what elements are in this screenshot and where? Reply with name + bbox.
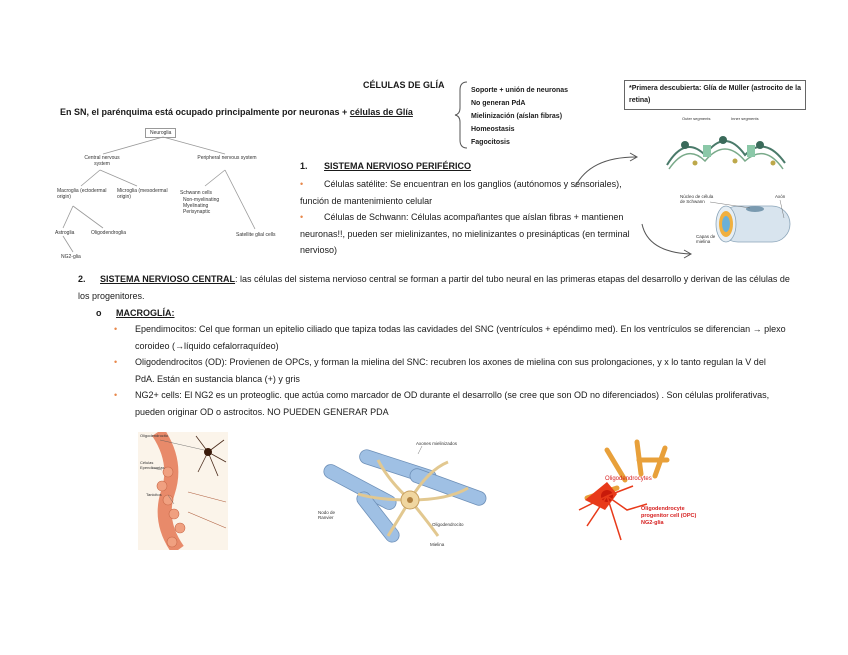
page-title: CÉLULAS DE GLÍA <box>363 80 445 90</box>
node-pns: Peripheral nervous system <box>197 155 257 161</box>
muller-label-left: Outer segments <box>682 116 711 121</box>
diagram-lines <box>62 136 256 253</box>
snc-section: 2. SISTEMA NERVIOSO CENTRAL: las células… <box>78 271 794 304</box>
macroglia-item-oligodendrocitos: • Oligodendrocitos (OD): Provienen de OP… <box>114 354 786 387</box>
function-item: Soporte + unión de neuronas <box>471 87 569 94</box>
snc-heading: SISTEMA NERVIOSO CENTRAL <box>100 274 236 284</box>
bullet-icon: • <box>114 357 118 367</box>
oligo-axons-label-oligo: Oligodendrocito <box>432 522 464 527</box>
arrow-to-schwann-icon <box>641 223 693 259</box>
node-cns: Central nervous system <box>84 155 120 167</box>
macroglia-heading: MACROGLÍA: <box>116 308 175 318</box>
node-ng2: NG2-glia <box>61 254 81 260</box>
ependyma-figure: Oligodendrocito Células Ependimarias Tan… <box>138 432 228 550</box>
function-item: Fagocitosis <box>471 139 510 146</box>
node-neuroglia: Neuroglia <box>145 128 177 138</box>
node-satellite: Satellite glial cells <box>236 232 276 238</box>
opc-figure: Oligodendrocytes Oligodendrocyte progeni… <box>577 439 701 550</box>
oligodendrocyte-axons-figure: Axones mielinizados Nodo de Ranvier Olig… <box>318 440 498 552</box>
oligo-axons-label-myelin: Mielina <box>430 542 445 547</box>
muller-cells-drawing <box>666 136 786 170</box>
macroglia-heading-line: o MACROGLÍA: <box>96 305 175 322</box>
snc-number: 2. <box>78 274 86 284</box>
schwann-label-nucleus: Núcleo de célula de Schwann <box>680 194 714 204</box>
ependyma-drawing <box>151 432 227 550</box>
ependyma-label-tanycyte: Tanicitos <box>146 492 162 497</box>
intro-text: En SN, el parénquima está ocupado princi… <box>60 107 350 117</box>
intro-line: En SN, el parénquima está ocupado princi… <box>60 106 413 118</box>
node-astroglia: Astroglia <box>55 230 75 236</box>
macroglia-list: • Ependimocitos: Cel que forman un epite… <box>114 321 786 420</box>
bullet-icon: • <box>114 390 118 400</box>
macroglia-item-ependimocitos: • Ependimocitos: Cel que forman un epite… <box>114 321 786 354</box>
opc-label-opc: Oligodendrocyte progenitor cell (OPC) <box>641 506 697 519</box>
node-oligodendroglia: Oligodendroglia <box>91 230 127 236</box>
function-item: No generan PdA <box>471 100 526 107</box>
muller-label-right: Inner segments <box>731 116 759 121</box>
bullet-icon: • <box>300 179 304 189</box>
function-list: Soporte + unión de neuronas No generan P… <box>471 84 568 149</box>
arrow-to-muller-icon <box>574 152 639 188</box>
bullet-icon: • <box>114 324 118 334</box>
brace-icon <box>454 81 468 149</box>
neuroglia-diagram: Neuroglia Central nervous system Periphe… <box>55 124 287 266</box>
macroglia-bullet: o <box>96 308 102 318</box>
snp-heading: SISTEMA NERVIOSO PERIFÉRICO <box>324 161 472 171</box>
macroglia-item-ng2: • NG2+ cells: El NG2 es un proteoglic. q… <box>114 387 786 420</box>
intro-link: células de Glía <box>349 107 413 117</box>
ependyma-label-oligo: Oligodendrocito <box>140 433 169 438</box>
node-schwann-types: Non-myelinating Myelinating Perisynaptic <box>183 197 220 215</box>
schwann-label-myelin: Capas de mielina <box>696 234 716 244</box>
schwann-label-axon: Axón <box>775 194 786 199</box>
muller-glia-figure: Outer segments Inner segments <box>665 115 787 175</box>
snp-item-satellite: • Células satélite: Se encuentran en los… <box>300 176 652 209</box>
snp-list: • Células satélite: Se encuentran en los… <box>300 176 652 259</box>
snp-heading-line: 1. SISTEMA NERVIOSO PERIFÉRICO <box>300 160 471 172</box>
ependyma-label-cells: Células Ependimarias <box>140 460 165 470</box>
bullet-icon: • <box>300 212 304 222</box>
schwann-cell-figure: Núcleo de célula de Schwann Axón Capas d… <box>680 192 800 254</box>
node-macroglia: Macroglia (ectodermal origin) <box>57 188 107 200</box>
oligo-axons-label-node: Nodo de Ranvier <box>318 510 336 520</box>
snp-number: 1. <box>300 161 308 171</box>
node-microglia: Microglia (mesodermal origin) <box>117 188 168 200</box>
opc-label-ng2: NG2-glia <box>641 520 664 526</box>
oligo-axons-label-axons: Axones mielinizados <box>416 441 458 446</box>
opc-label-oligo: Oligodendrocytes <box>605 476 652 482</box>
first-discovery-box: *Primera descubierta: Glía de Müller (as… <box>624 80 806 110</box>
node-schwann: Schwann cells <box>180 190 212 196</box>
snc-text: : las células del sistema nervioso centr… <box>78 274 790 301</box>
function-item: Mielinización (aíslan fibras) <box>471 113 563 120</box>
function-item: Homeostasis <box>471 126 515 133</box>
opc-drawing <box>578 439 670 541</box>
snp-item-schwann: • Células de Schwann: Células acompañant… <box>300 209 652 259</box>
oligodendrocyte-axons-drawing <box>323 445 487 543</box>
schwann-drawing <box>709 199 791 243</box>
